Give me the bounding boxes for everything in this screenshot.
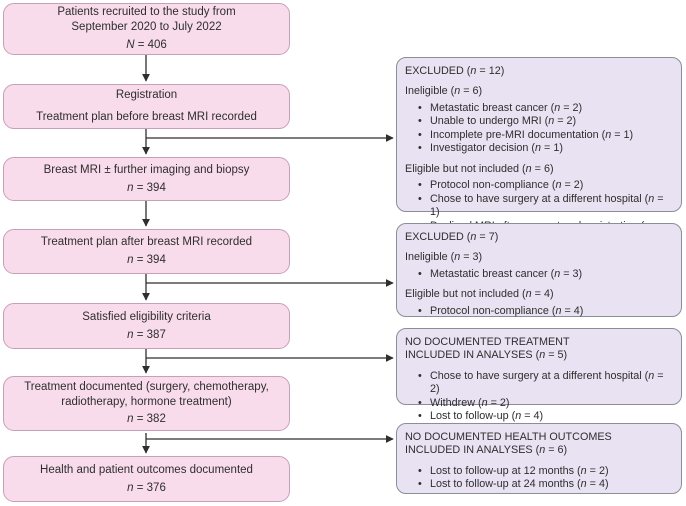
- box-breast-mri: Breast MRI ± further imaging and biopsy …: [3, 157, 290, 201]
- box-count: n = 387: [127, 328, 166, 341]
- box-plan-after-mri: Treatment plan after breast MRI recorded…: [3, 229, 290, 274]
- list-item: Unable to undergo MRI (n = 2): [405, 115, 672, 129]
- box-outcomes-documented: Health and patient outcomes documented n…: [3, 456, 290, 502]
- box-count: n = 394: [127, 181, 166, 194]
- box-registration: Registration Treatment plan before breas…: [3, 84, 290, 129]
- box-eligibility: Satisfied eligibility criteria n = 387: [3, 303, 290, 349]
- box-subtitle: Treatment plan before breast MRI recorde…: [36, 111, 257, 123]
- list-item: Withdrew (n = 2): [405, 397, 672, 411]
- box-title: Satisfied eligibility criteria: [82, 310, 211, 323]
- box-no-documented-outcomes: NO DOCUMENTED HEALTH OUTCOMES INCLUDED I…: [396, 423, 682, 494]
- reason-list: Chose to have surgery at a different hos…: [405, 370, 672, 424]
- box-recruited: Patients recruited to the study from Sep…: [3, 3, 290, 55]
- reason-list: Metastatic breast cancer (n = 3): [405, 268, 672, 282]
- box-title: Patients recruited to the study from Sep…: [57, 6, 236, 34]
- list-item: Chose to have surgery at a different hos…: [405, 370, 672, 397]
- box-title: NO DOCUMENTED HEALTH OUTCOMES INCLUDED I…: [405, 431, 612, 457]
- box-count: n = 394: [127, 254, 166, 266]
- reason-list: Lost to follow-up at 12 months (n = 2) L…: [405, 465, 672, 492]
- list-item: Incomplete pre-MRI documentation (n = 1): [405, 129, 672, 143]
- box-count: n = 376: [127, 481, 166, 494]
- box-title: Treatment documented (surgery, chemother…: [24, 380, 269, 408]
- list-item: Metastatic breast cancer (n = 3): [405, 268, 672, 282]
- box-treatment-documented: Treatment documented (surgery, chemother…: [3, 376, 290, 431]
- box-count: n = 382: [127, 413, 166, 426]
- box-title: Breast MRI ± further imaging and biopsy: [43, 163, 250, 176]
- section-heading: Ineligible (n = 3): [405, 251, 483, 264]
- box-count: N = 406: [126, 38, 167, 51]
- section-heading: Eligible but not included (n = 4): [405, 288, 554, 301]
- box-excluded-7: EXCLUDED (n = 7) Ineligible (n = 3) Meta…: [396, 223, 682, 319]
- list-item: Investigator decision (n = 1): [405, 142, 672, 156]
- section-heading: Ineligible (n = 6): [405, 85, 483, 98]
- list-item: Chose to have surgery at a different hos…: [405, 193, 672, 220]
- list-item: Metastatic breast cancer (n = 2): [405, 102, 672, 116]
- list-item: Lost to follow-up at 24 months (n = 4): [405, 478, 672, 492]
- list-item: Protocol non-compliance (n = 4): [405, 305, 672, 319]
- box-title: Registration: [115, 89, 178, 102]
- box-title: NO DOCUMENTED TREATMENT INCLUDED IN ANAL…: [405, 336, 570, 362]
- box-excluded-12: EXCLUDED (n = 12) Ineligible (n = 6) Met…: [396, 57, 682, 245]
- section-heading: Eligible but not included (n = 6): [405, 162, 554, 175]
- reason-list: Metastatic breast cancer (n = 2) Unable …: [405, 102, 672, 156]
- reason-list: Protocol non-compliance (n = 4): [405, 305, 672, 319]
- box-title: Treatment plan after breast MRI recorded: [40, 236, 253, 249]
- box-title: EXCLUDED (n = 7): [405, 231, 499, 243]
- list-item: Lost to follow-up at 12 months (n = 2): [405, 465, 672, 479]
- box-title: EXCLUDED (n = 12): [405, 65, 505, 77]
- box-title: Health and patient outcomes documented: [40, 463, 253, 476]
- box-no-documented-treatment: NO DOCUMENTED TREATMENT INCLUDED IN ANAL…: [396, 328, 682, 424]
- list-item: Lost to follow-up (n = 4): [405, 410, 672, 424]
- list-item: Protocol non-compliance (n = 2): [405, 179, 672, 193]
